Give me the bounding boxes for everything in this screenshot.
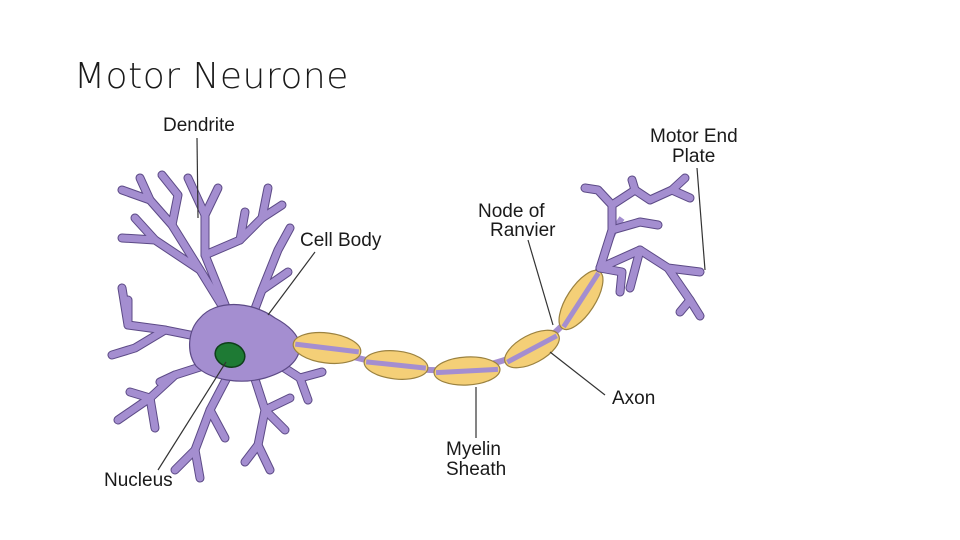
- leader-motor-end-plate: [696, 167, 706, 271]
- leader-cell-body: [267, 251, 316, 316]
- label-myelin-sheath-1: Myelin: [446, 439, 501, 460]
- label-node-of-ranvier-1: Node of: [478, 201, 545, 222]
- myelin-sheath-segments: [292, 269, 604, 386]
- dendrites: [107, 170, 327, 483]
- slide-title: Motor Neurone: [74, 56, 349, 97]
- label-motor-end-plate-1: Motor End: [650, 126, 738, 147]
- label-cell-body: Cell Body: [300, 230, 382, 251]
- label-motor-end-plate-2: Plate: [672, 146, 715, 167]
- leader-axon: [549, 351, 606, 396]
- label-axon: Axon: [612, 388, 655, 409]
- label-dendrite: Dendrite: [163, 115, 235, 136]
- leader-dendrite: [196, 137, 199, 219]
- leader-nucleus: [157, 361, 227, 471]
- axon-terminals: [580, 173, 705, 321]
- label-myelin-sheath-2: Sheath: [446, 459, 506, 480]
- cell-body: [189, 303, 301, 382]
- leader-node-of-ranvier: [527, 239, 554, 326]
- label-nucleus: Nucleus: [104, 470, 173, 491]
- leader-lines: [157, 137, 706, 471]
- nucleus: [214, 342, 246, 368]
- label-node-of-ranvier-2: Ranvier: [490, 220, 556, 241]
